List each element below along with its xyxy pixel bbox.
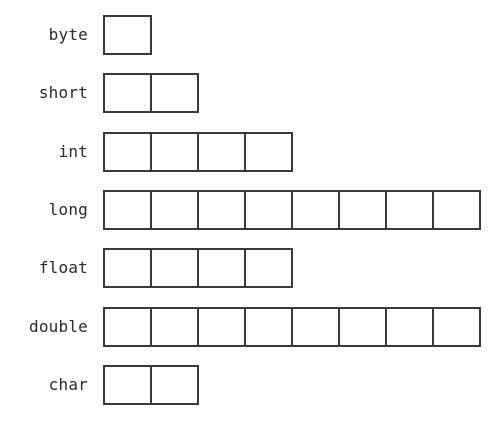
- byte-cell: [105, 73, 152, 114]
- type-label: double: [29, 316, 88, 336]
- type-row-char: char: [0, 364, 500, 405]
- byte-cell: [293, 189, 340, 230]
- type-row-short: short: [0, 73, 500, 114]
- byte-cell: [105, 15, 152, 55]
- byte-cell: [387, 189, 434, 230]
- byte-cells: [103, 248, 293, 289]
- byte-cell: [246, 306, 293, 347]
- byte-cell: [340, 189, 387, 230]
- byte-cell: [199, 189, 246, 230]
- type-row-long: long: [0, 189, 500, 230]
- byte-cell: [105, 131, 152, 172]
- byte-cell: [246, 248, 293, 289]
- byte-cell: [152, 73, 199, 114]
- byte-cells: [103, 306, 481, 347]
- byte-cells: [103, 15, 152, 55]
- byte-cells: [103, 73, 199, 114]
- byte-cell: [199, 248, 246, 289]
- byte-cell: [152, 189, 199, 230]
- byte-cells: [103, 364, 199, 405]
- type-label: byte: [48, 25, 88, 44]
- byte-cell: [152, 306, 199, 347]
- byte-cell: [105, 306, 152, 347]
- byte-cell: [152, 131, 199, 172]
- byte-cell: [105, 248, 152, 289]
- byte-cell: [293, 306, 340, 347]
- type-label: long: [48, 199, 88, 219]
- byte-cell: [105, 189, 152, 230]
- type-row-float: float: [0, 248, 500, 289]
- byte-cell: [199, 131, 246, 172]
- byte-cell: [246, 131, 293, 172]
- byte-cell: [152, 364, 199, 405]
- type-row-int: int: [0, 131, 500, 172]
- byte-cell: [246, 189, 293, 230]
- type-label: float: [38, 258, 88, 278]
- byte-cells: [103, 131, 293, 172]
- byte-cell: [434, 306, 481, 347]
- type-row-byte: byte: [0, 15, 500, 55]
- byte-cell: [152, 248, 199, 289]
- byte-cell: [340, 306, 387, 347]
- type-label: int: [58, 141, 88, 161]
- type-label: short: [38, 83, 88, 103]
- byte-cells: [103, 189, 481, 230]
- byte-cell: [434, 189, 481, 230]
- byte-cell: [387, 306, 434, 347]
- type-label: char: [48, 374, 88, 394]
- byte-cell: [105, 364, 152, 405]
- type-row-double: double: [0, 306, 500, 347]
- byte-cell: [199, 306, 246, 347]
